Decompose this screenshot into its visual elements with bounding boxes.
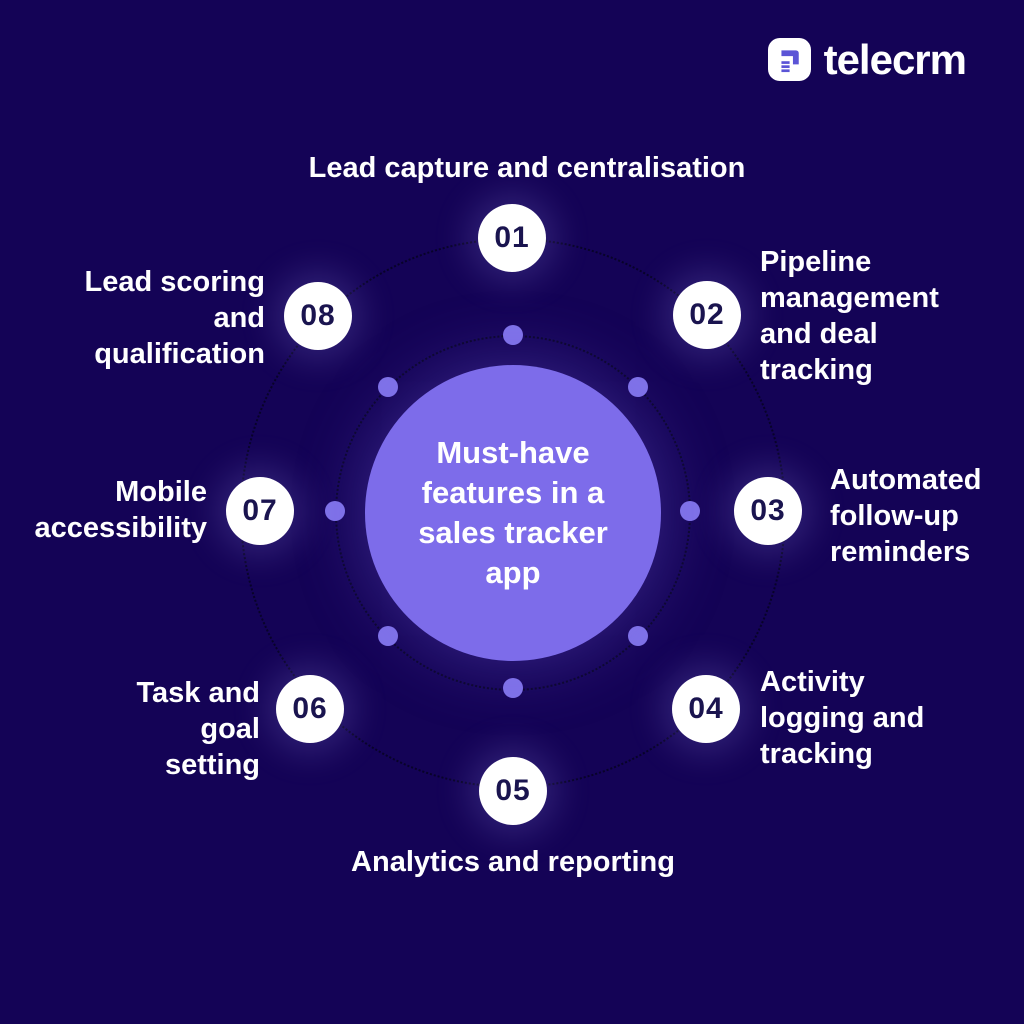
node-circle-02: 02 xyxy=(673,281,741,349)
connector-dot-left xyxy=(325,501,345,521)
node-number-04: 04 xyxy=(688,692,724,725)
node-circle-04: 04 xyxy=(672,675,740,743)
node-circle-03: 03 xyxy=(734,477,802,545)
feature-label-automated-followup: Automated follow-up reminders xyxy=(830,464,982,568)
node-number-07: 07 xyxy=(242,494,278,527)
node-number-01: 01 xyxy=(494,221,530,254)
connector-dot-top-right xyxy=(628,377,648,397)
node-number-05: 05 xyxy=(495,774,531,807)
node-circle-07: 07 xyxy=(226,477,294,545)
feature-label-pipeline: Pipeline management and deal tracking xyxy=(760,246,939,386)
feature-label-analytics: Analytics and reporting xyxy=(351,846,675,878)
center-title: Must-have features in a sales tracker ap… xyxy=(418,435,608,590)
connector-dot-bottom-right xyxy=(628,626,648,646)
node-number-08: 08 xyxy=(300,299,336,332)
feature-label-lead-capture: Lead capture and centralisation xyxy=(308,152,746,184)
connector-dot-bottom-left xyxy=(378,626,398,646)
node-circle-05: 05 xyxy=(479,757,547,825)
node-circle-01: 01 xyxy=(478,204,546,272)
brand-name: telecrm xyxy=(823,35,967,83)
connector-dot-bottom xyxy=(503,678,523,698)
connector-dot-top xyxy=(503,325,523,345)
connector-dot-top-left xyxy=(378,377,398,397)
brand-logo: telecrm xyxy=(767,35,967,83)
node-number-06: 06 xyxy=(292,692,328,725)
node-number-03: 03 xyxy=(750,494,786,527)
center-circle: Must-have features in a sales tracker ap… xyxy=(365,365,661,661)
feature-label-lead-scoring: Lead scoring and qualification xyxy=(84,266,266,370)
node-number-02: 02 xyxy=(689,298,725,331)
telecrm-logo-icon xyxy=(767,38,811,81)
feature-label-mobile: Mobile accessibility xyxy=(34,476,208,544)
feature-label-activity-logging: Activity logging and tracking xyxy=(760,666,925,770)
node-circle-08: 08 xyxy=(284,282,352,350)
node-circle-06: 06 xyxy=(276,675,344,743)
connector-dot-right xyxy=(680,501,700,521)
feature-label-task-goal: Task and goal setting xyxy=(136,677,260,781)
